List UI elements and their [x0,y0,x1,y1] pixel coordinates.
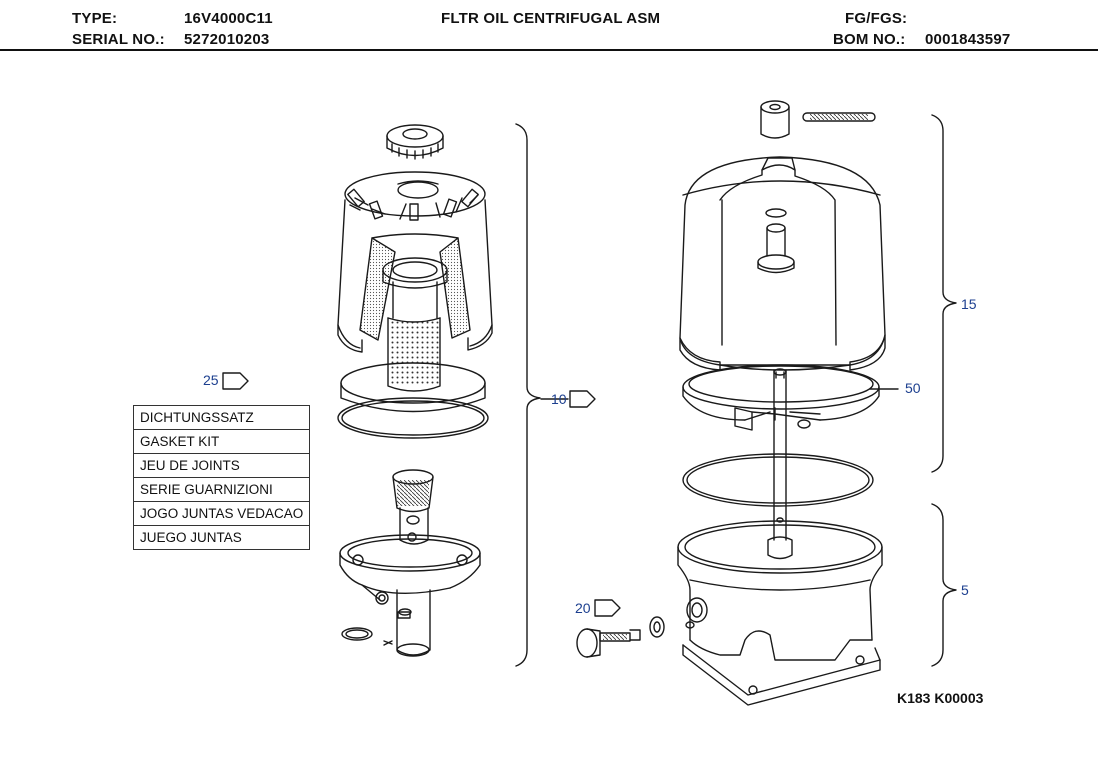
small-pin [383,640,393,646]
kit-name-de: DICHTUNGSSATZ [132,405,311,430]
kit-name-it: SERIE GUARNIZIONI [132,477,311,502]
cap-nut [760,100,790,139]
table-row: JEU DE JOINTS [132,453,311,478]
gasket-kit-name-table: DICHTUNGSSATZ GASKET KIT JEU DE JOINTS S… [132,405,311,550]
central-shaft [767,368,793,560]
clamp-band [682,364,880,431]
callout-20: 20 [575,600,591,616]
rotor-cover [337,171,493,353]
serial-value: 5272010203 [184,31,270,48]
bracket-item-10 [515,123,541,667]
bracket-item-5 [931,503,957,667]
header-divider [0,49,1098,51]
callout-5: 5 [961,582,969,598]
figure-code: K183 K00003 [897,690,984,706]
page-title: FLTR OIL CENTRIFUGAL ASM [441,10,661,27]
kit-name-en: GASKET KIT [132,429,311,454]
kit-name-fr: JEU DE JOINTS [132,453,311,478]
bracket-item-15 [931,114,957,473]
arrow-item-25 [222,372,249,390]
kit-name-pt: JOGO JUNTAS VEDACAO [132,501,311,526]
bom-value: 0001843597 [925,31,1011,48]
type-label: TYPE: [72,10,118,27]
callout-50: 50 [905,380,921,396]
bell-housing [679,156,886,371]
housing-gasket-ring [682,453,874,507]
drain-plug [576,616,665,658]
table-row: SERIE GUARNIZIONI [132,477,311,502]
rod-pin [802,112,876,122]
filter-assembly-right [576,100,886,706]
fg-label: FG/FGS: [845,10,908,27]
callout-15: 15 [961,296,977,312]
perforated-tube [382,257,448,392]
small-o-ring [341,627,373,641]
table-row: JOGO JUNTAS VEDACAO [132,501,311,526]
rotor-nut [386,124,444,160]
arrow-item-10 [569,390,596,408]
type-value: 16V4000C11 [184,10,273,27]
base-housing [677,520,883,706]
rotor-gasket-ring [337,397,489,439]
arrow-item-20 [594,599,621,617]
rotor-assembly-left [337,124,493,657]
callout-10: 10 [551,391,567,407]
table-row: GASKET KIT [132,429,311,454]
kit-name-es: JUEGO JUNTAS [132,525,311,550]
callout-25: 25 [203,372,219,388]
rotor-disc [340,362,486,413]
table-row: JUEGO JUNTAS [132,525,311,550]
rotor-spindle-base [339,469,481,657]
bom-label: BOM NO.: [833,31,906,48]
table-row: DICHTUNGSSATZ [132,405,311,430]
serial-label: SERIAL NO.: [72,31,165,48]
